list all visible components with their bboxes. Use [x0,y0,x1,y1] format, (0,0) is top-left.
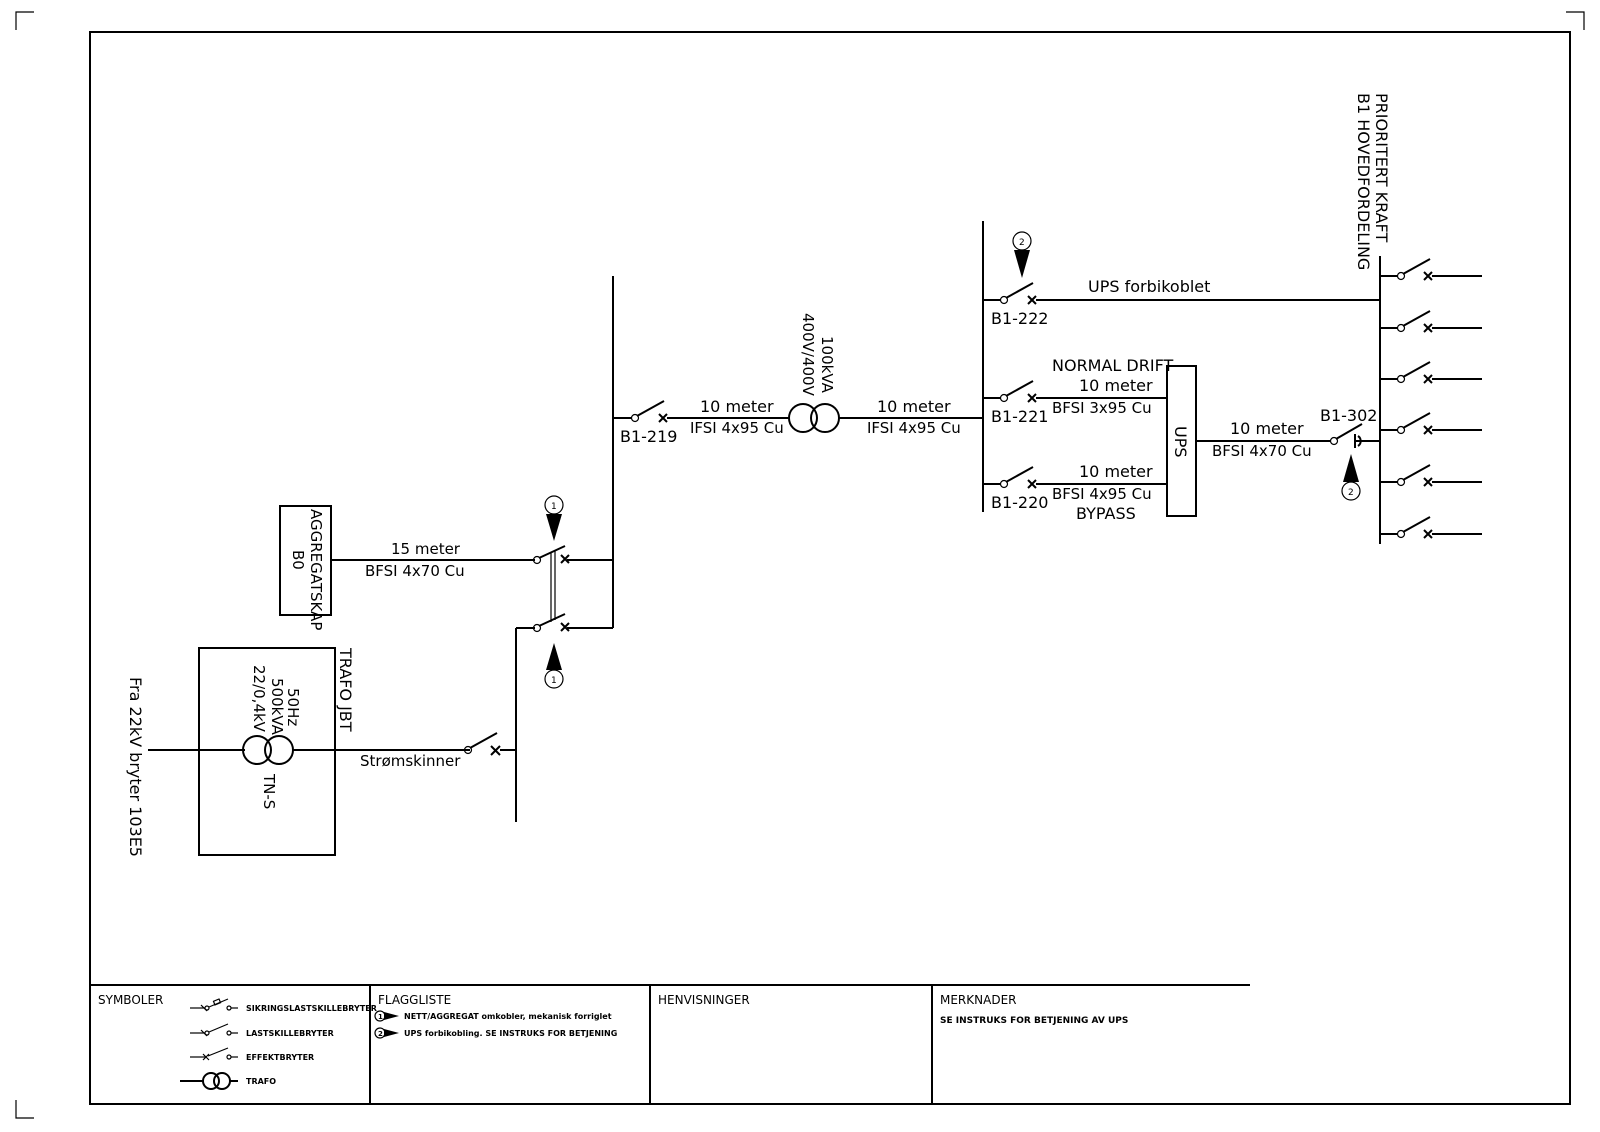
ups-trafo-symbol [788,403,818,433]
flag-list-item-2: 2 UPS forbikobling. SE INSTRUKS FOR BETJ… [374,1027,617,1039]
b1-222-label: B1-222 [991,309,1048,328]
svg-text:1: 1 [378,1013,383,1021]
aggregate-cable: BFSI 4x70 Cu [365,562,465,580]
flag-list-item-1-text: NETT/AGGREGAT omkobler, mekanisk forrigl… [404,1012,612,1021]
b1-219-label: B1-219 [620,427,677,446]
ups-trafo: 100kVA 400V/400V 10 meter IFSI 4x95 Cu [788,313,983,437]
b1-302-length: 10 meter [1230,419,1304,438]
source-label: Fra 22kV bryter 103E5 [126,677,145,857]
flag-2-lower: 2 [1341,454,1361,501]
trafo-jbt-voltage: 22/0,4kV [250,665,268,733]
outgoing-feeders [1380,258,1482,539]
ups-label: UPS [1171,426,1190,458]
flag-list-item-1: 1 NETT/AGGREGAT omkobler, mekanisk forri… [374,1010,612,1022]
legend-circuit-breaker-label: EFFEKTBRYTER [246,1053,314,1062]
trafo-jbt-title: TRAFO JBT [336,647,355,732]
svg-text:2: 2 [378,1030,383,1038]
main-breaker [463,732,516,756]
ups-trafo-length: 10 meter [877,397,951,416]
references-heading: HENVISNINGER [658,993,750,1007]
b1-221-length: 10 meter [1079,376,1153,395]
b1-220-length: 10 meter [1079,462,1153,481]
b1-219-cable: IFSI 4x95 Cu [690,419,784,437]
outgoing-feeder [1380,464,1482,487]
title-block: SYMBOLER SIKRINGSLASTSKILLEBRYTER LASTSK… [90,984,1250,1104]
changeover-switch: 1 1 [516,495,613,689]
flag-list-heading: FLAGGLISTE [378,993,451,1007]
b1-221-cable: BFSI 3x95 Cu [1052,399,1152,417]
b1-220-cable: BFSI 4x95 Cu [1052,485,1152,503]
b1-220-label: B1-220 [991,493,1048,512]
legend-fuse-switch-label: SIKRINGSLASTSKILLEBRYTER [246,1004,377,1013]
legend-trafo: TRAFO [180,1072,276,1090]
crop-marks [15,11,1585,1119]
b1-302-cable: BFSI 4x70 Cu [1212,442,1312,460]
drawing-frame [89,31,1571,1105]
feeder-b1-222: B1-222 UPS forbikoblet 2 [983,231,1380,328]
remarks-heading: MERKNADER [940,993,1017,1007]
feeder-b1-302: B1-302 2 [1320,406,1380,501]
symbols-heading: SYMBOLER [98,993,163,1007]
trafo-jbt-system: TN-S [260,773,278,809]
trafo-jbt-freq: 50Hz [284,688,302,726]
svg-text:1: 1 [551,502,557,512]
priority-line1: PRIORITERT KRAFT [1372,93,1391,242]
ups-trafo-voltage: 400V/400V [799,313,817,397]
feeder-b1-220: B1-220 10 meter BFSI 4x95 Cu BYPASS [983,462,1167,523]
svg-text:2: 2 [1348,488,1354,498]
b1-220-note: BYPASS [1076,504,1136,523]
svg-text:1: 1 [551,676,557,686]
flag-list-item-2-text: UPS forbikobling. SE INSTRUKS FOR BETJEN… [404,1029,617,1038]
b1-222-text: UPS forbikoblet [1088,277,1210,296]
trafo-jbt: TRAFO JBT 50Hz 500kVA 22/0,4kV TN-S Strø… [198,647,470,856]
b1-221-label: B1-221 [991,407,1048,426]
legend-load-switch-label: LASTSKILLEBRYTER [246,1029,334,1038]
flag-1-upper: 1 [544,495,564,541]
b1-219-length: 10 meter [700,397,774,416]
incoming-feed: Fra 22kV bryter 103E5 [126,677,245,857]
flag-1-lower: 1 [544,643,564,689]
ups-trafo-cable: IFSI 4x95 Cu [867,419,961,437]
legend-load-switch: LASTSKILLEBRYTER [190,1023,334,1038]
feeder-b1-219: B1-219 10 meter IFSI 4x95 Cu [613,397,790,446]
outgoing-feeder [1380,258,1482,281]
trafo-jbt-power: 500kVA [268,678,286,736]
priority-line2: B1 HOVEDFORDELING [1354,93,1373,270]
svg-text:2: 2 [1019,238,1025,248]
b1-302-label: B1-302 [1320,406,1377,425]
aggregate-line1: AGGREGATSKAP [307,509,325,630]
aggregate-cabinet: AGGREGATSKAP B0 15 meter BFSI 4x70 Cu [279,505,535,630]
outgoing-feeder [1380,516,1482,539]
outgoing-feeder [1380,310,1482,333]
legend-circuit-breaker: EFFEKTBRYTER [190,1047,314,1062]
remarks-text: SE INSTRUKS FOR BETJENING AV UPS [940,1016,1128,1026]
ups-trafo-power: 100kVA [818,336,836,394]
outgoing-feeder [1380,361,1482,384]
aggregate-length: 15 meter [391,540,461,558]
aggregate-line2: B0 [289,550,307,570]
trafo-jbt-symbol [242,735,272,765]
priority-distribution: PRIORITERT KRAFT B1 HOVEDFORDELING [1354,93,1482,544]
outgoing-feeder [1380,412,1482,435]
legend-fuse-switch: SIKRINGSLASTSKILLEBRYTER [190,998,377,1013]
busbar-label: Strømskinner [360,752,461,770]
ups-unit: UPS 10 meter BFSI 4x70 Cu [1166,365,1331,517]
flag-2-upper: 2 [1012,231,1032,278]
feeder-b1-221: B1-221 NORMAL DRIFT 10 meter BFSI 3x95 C… [983,356,1174,426]
b1-221-heading: NORMAL DRIFT [1052,356,1174,375]
legend-trafo-label: TRAFO [246,1077,276,1086]
